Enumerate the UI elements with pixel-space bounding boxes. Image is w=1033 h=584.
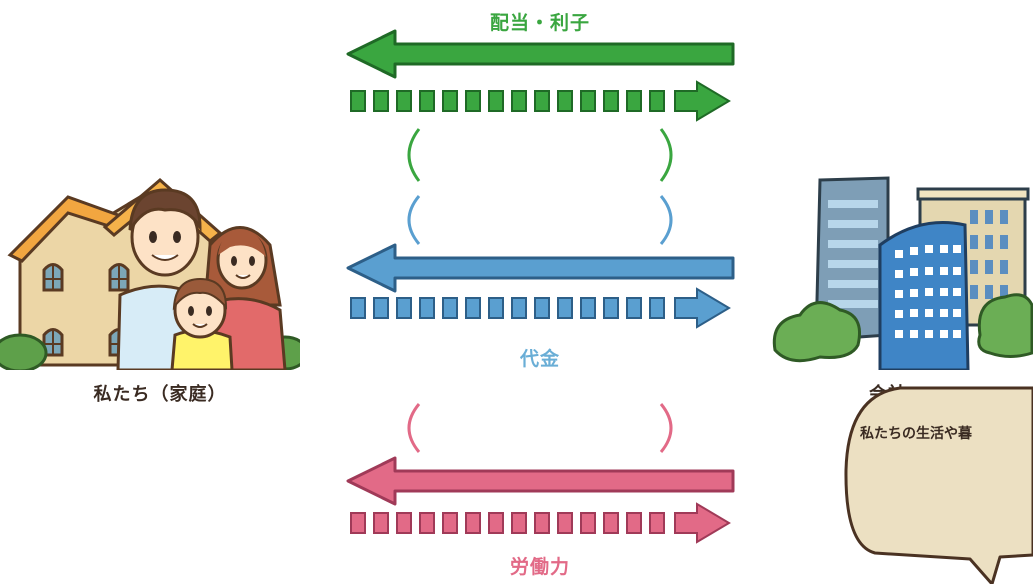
dividends-dashed-arrow-right [350, 80, 731, 122]
household-caption: 私たち（家庭） [93, 384, 227, 405]
payment-dashed-arrow-right [350, 287, 731, 329]
payment-arrow-left [346, 243, 735, 293]
speech-bubble-text: 私たちの生活や暮 [860, 426, 972, 442]
dividends-parentheses [407, 128, 673, 182]
dividends-arrow-left [346, 29, 735, 79]
payment-parentheses [407, 195, 673, 245]
payment-label: 代金 [519, 348, 560, 370]
dividends-label: 配当・利子 [489, 12, 590, 34]
labor-label: 労働力 [509, 556, 570, 578]
company-illustration [772, 176, 1033, 370]
household-illustration [0, 178, 300, 370]
labor-arrow-left [346, 456, 735, 506]
speech-bubble [844, 386, 1033, 584]
labor-dashed-arrow-right [350, 502, 731, 544]
labor-parentheses [407, 403, 673, 453]
